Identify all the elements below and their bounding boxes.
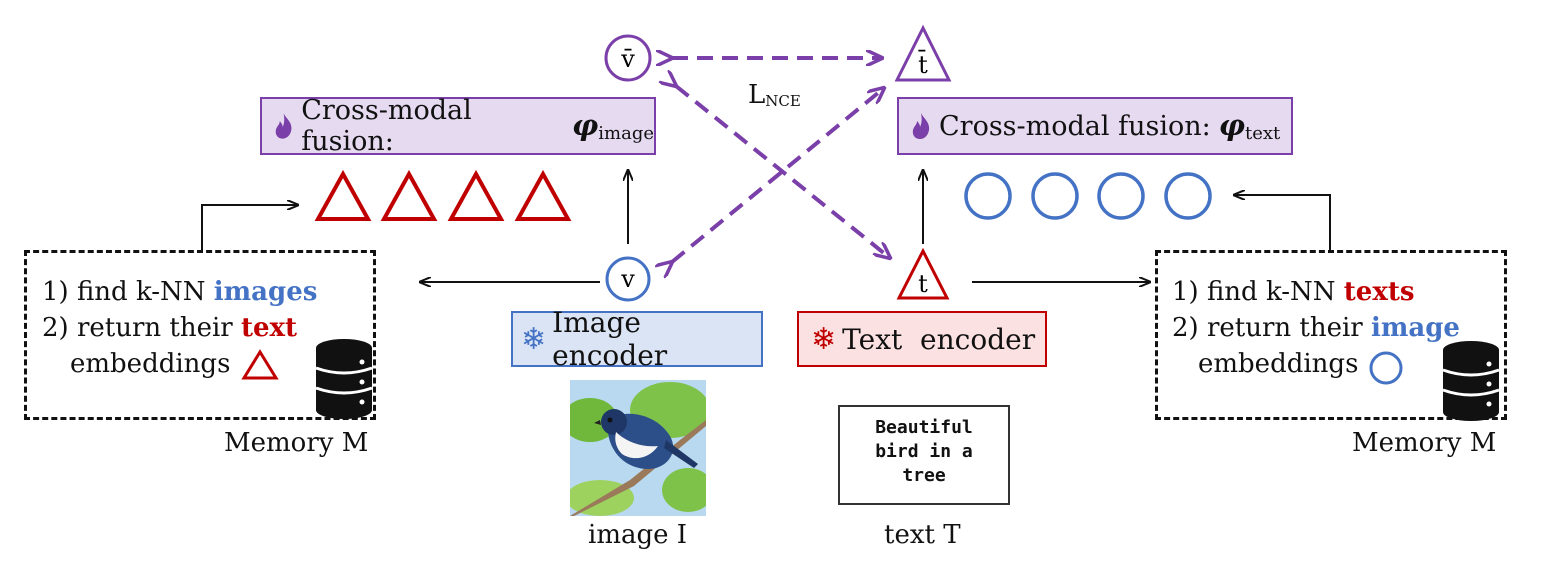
- circle-embedding: [1097, 172, 1145, 220]
- loss-label: LNCE: [748, 80, 801, 110]
- flame-icon: [912, 113, 930, 139]
- memory-left-step-2: 2) return their text: [42, 313, 298, 343]
- retrieved-text-embeddings: [314, 169, 572, 221]
- phi-symbol: φtext: [1218, 108, 1281, 144]
- fusion-text-box: Cross-modal fusion: φtext: [897, 97, 1293, 155]
- node-t: t: [896, 247, 950, 300]
- memory-right-box: [1155, 250, 1507, 420]
- node-t-label: t: [918, 270, 928, 298]
- arrow-v-tbar: [672, 88, 884, 262]
- node-t-bar: t̄: [894, 24, 952, 82]
- fusion-image-label: Cross-modal fusion:: [301, 95, 472, 157]
- image-encoder-label: Image encoder: [552, 306, 668, 372]
- phi-subscript: text: [1244, 123, 1281, 144]
- memory-left-label: Memory M: [224, 428, 369, 458]
- arrow-memory-to-circles: [1234, 195, 1331, 250]
- bird-image: [570, 380, 706, 516]
- retrieved-image-embeddings: [964, 172, 1212, 220]
- memory-left-step-1: 1) find k-NN images: [42, 277, 318, 307]
- text-input-label: text T: [884, 520, 961, 550]
- circle-icon: [1369, 351, 1403, 385]
- database-icon: [315, 339, 373, 419]
- text-encoder-label: Text encoder: [842, 322, 1036, 356]
- circle-embedding: [1164, 172, 1212, 220]
- memory-right-label: Memory M: [1352, 428, 1497, 458]
- triangle-embedding: [514, 169, 572, 221]
- triangle-embedding: [447, 169, 505, 221]
- memory-right-step-1: 1) find k-NN texts: [1172, 277, 1415, 307]
- caption-line: Beautiful: [875, 417, 973, 438]
- flame-icon: [275, 113, 292, 139]
- fusion-text-label: Cross-modal fusion:: [939, 110, 1211, 142]
- circle-embedding: [964, 172, 1012, 220]
- triangle-embedding: [314, 169, 372, 221]
- database-icon: [1442, 341, 1500, 421]
- flow-arrows: [201, 170, 1331, 282]
- memory-left-steps: 1) find k-NN images 2) return their text…: [42, 274, 317, 382]
- image-encoder-box: ❄ Image encoder: [511, 306, 763, 372]
- text-encoder-box: ❄ Text encoder: [797, 311, 1047, 367]
- node-t-bar-label: t̄: [918, 50, 928, 79]
- fusion-image-box: Cross-modal fusion: φimage: [260, 95, 656, 157]
- node-v: v: [605, 256, 651, 302]
- triangle-icon: [241, 349, 279, 380]
- arrow-vbar-t: [676, 86, 890, 258]
- memory-right-step-2: 2) return their image: [1172, 313, 1460, 343]
- snowflake-icon: ❄: [521, 321, 547, 357]
- text-input-box: Beautiful bird in a tree: [838, 405, 1010, 505]
- caption-line: tree: [902, 465, 946, 486]
- memory-left-box: [24, 250, 376, 420]
- phi-subscript: image: [598, 123, 654, 144]
- memory-left-step-3: embeddings: [70, 349, 231, 379]
- memory-right-step-3: embeddings: [1198, 349, 1359, 379]
- image-input-label: image I: [588, 520, 688, 550]
- node-v-bar-label: v̄: [620, 45, 635, 73]
- node-v-label: v: [620, 265, 635, 293]
- triangle-embedding: [380, 169, 438, 221]
- arrow-memory-to-triangles: [201, 205, 298, 250]
- snowflake-icon: ❄: [811, 321, 837, 357]
- circle-embedding: [1031, 172, 1079, 220]
- memory-right-steps: 1) find k-NN texts 2) return their image…: [1172, 274, 1460, 382]
- phi-symbol: φimage: [572, 108, 654, 144]
- caption-line: bird in a: [875, 441, 973, 462]
- contrastive-arrows: [672, 58, 890, 262]
- node-v-bar: v̄: [604, 34, 652, 82]
